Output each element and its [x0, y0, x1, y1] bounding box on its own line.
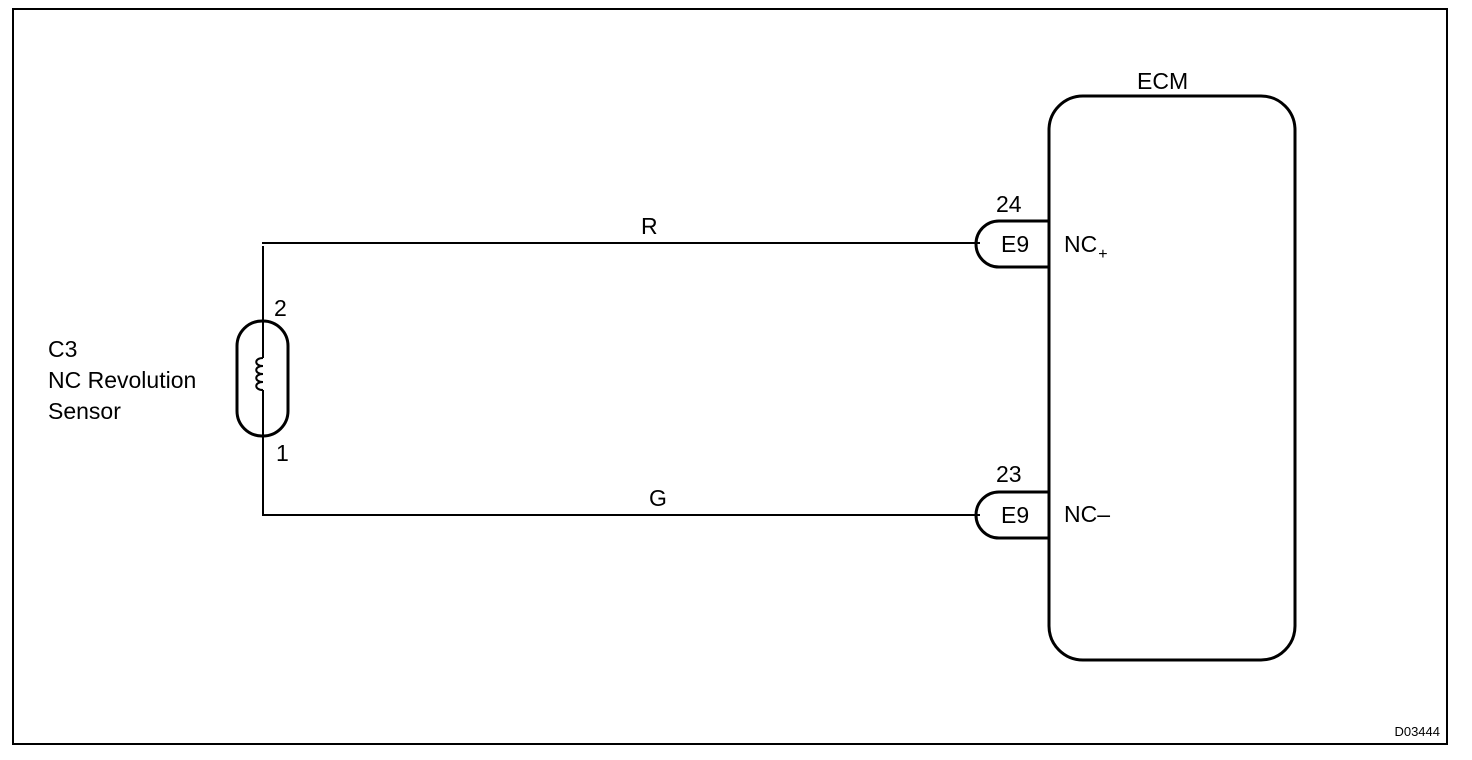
- connector-bottom: [974, 490, 1049, 540]
- sensor-coil: [255, 246, 264, 516]
- sensor-pin-1: 1: [276, 440, 289, 466]
- connector-bottom-label: E9: [1001, 502, 1030, 528]
- figure-code: D03444: [1394, 724, 1440, 739]
- sensor-name-line1: NC Revolution: [48, 367, 197, 393]
- terminal-nc-minus-name: NC: [1064, 501, 1098, 527]
- sensor-pin-2: 2: [274, 295, 287, 321]
- diagram-frame: [12, 8, 1448, 745]
- sensor-name-line2: Sensor: [48, 398, 121, 424]
- terminal-nc-minus-polarity: –: [1097, 501, 1111, 527]
- ecm-box: [1047, 94, 1297, 662]
- wire-color-g: G: [649, 485, 667, 511]
- connector-top-label: E9: [1001, 231, 1030, 257]
- terminal-nc-plus: NC+: [1064, 231, 1108, 263]
- wire-color-r: R: [641, 213, 658, 239]
- sensor-code: C3: [48, 336, 78, 362]
- connector-bottom-pin: 23: [996, 461, 1022, 487]
- terminal-nc-plus-name: NC: [1064, 231, 1098, 257]
- connector-top-pin: 24: [996, 191, 1022, 217]
- connector-top: [974, 219, 1049, 269]
- terminal-nc-minus: NC–: [1064, 503, 1110, 526]
- sensor-label: C3 NC Revolution Sensor: [48, 334, 196, 427]
- terminal-nc-plus-polarity: +: [1098, 246, 1108, 263]
- ecm-label: ECM: [1137, 68, 1189, 94]
